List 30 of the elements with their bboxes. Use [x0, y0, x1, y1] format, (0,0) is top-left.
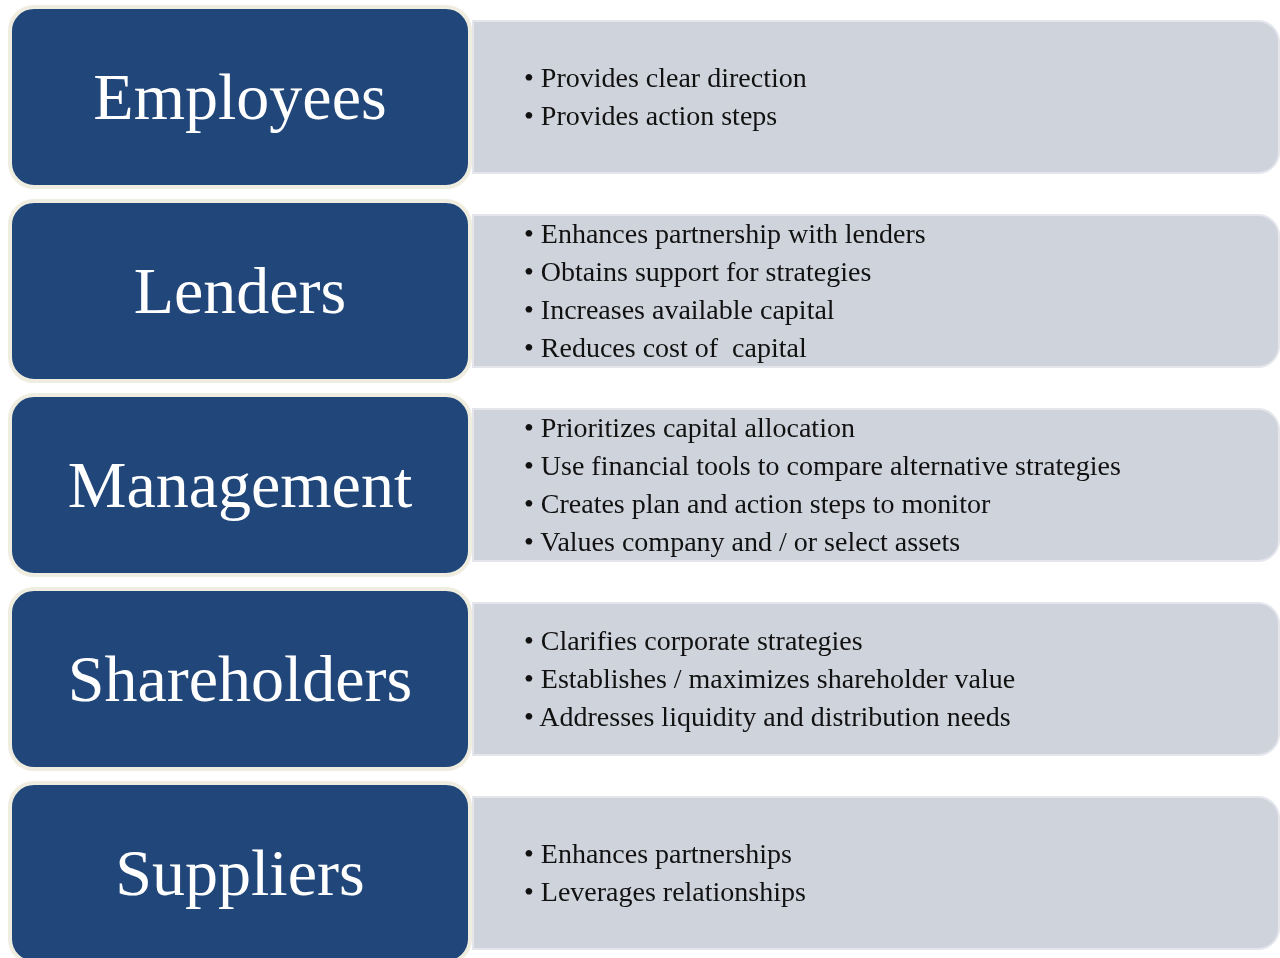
bullet-item: • Use financial tools to compare alternative strategies: [524, 449, 1121, 483]
bullet-item: • Obtains support for strategies: [524, 255, 872, 289]
bullet-item: • Enhances partnerships: [524, 837, 792, 871]
bullet-item: • Addresses liquidity and distribution needs: [524, 700, 1011, 734]
bullet-item: • Provides action steps: [524, 99, 778, 133]
bullet-item: • Reduces cost of capital: [524, 331, 807, 365]
benefits-panel: [472, 796, 1280, 950]
category-title: Lenders: [133, 253, 347, 329]
bullet-item: • Prioritizes capital allocation: [524, 411, 855, 445]
bullet-item: • Values company and / or select assets: [524, 525, 961, 559]
benefits-panel: [472, 214, 1280, 368]
category-title: Shareholders: [67, 641, 413, 717]
category-title: Suppliers: [115, 835, 365, 911]
bullet-item: • Creates plan and action steps to monitor: [524, 487, 991, 521]
benefits-panel: [472, 408, 1280, 562]
category-title: Employees: [93, 59, 387, 135]
category-box: [8, 199, 472, 383]
bullet-item: • Clarifies corporate strategies: [524, 624, 863, 658]
benefits-panel: [472, 602, 1280, 756]
bullet-item: • Provides clear direction: [524, 61, 807, 95]
bullet-item: • Increases available capital: [524, 293, 835, 327]
bullet-item: • Leverages relationships: [524, 875, 806, 909]
category-box: [8, 393, 472, 577]
category-box: [8, 5, 472, 189]
category-title: Management: [67, 447, 413, 523]
benefits-panel: [472, 20, 1280, 174]
bullet-item: • Establishes / maximizes shareholder value: [524, 662, 1016, 696]
category-box: [8, 587, 472, 771]
category-box: [8, 781, 472, 958]
bullet-item: • Enhances partnership with lenders: [524, 217, 926, 251]
